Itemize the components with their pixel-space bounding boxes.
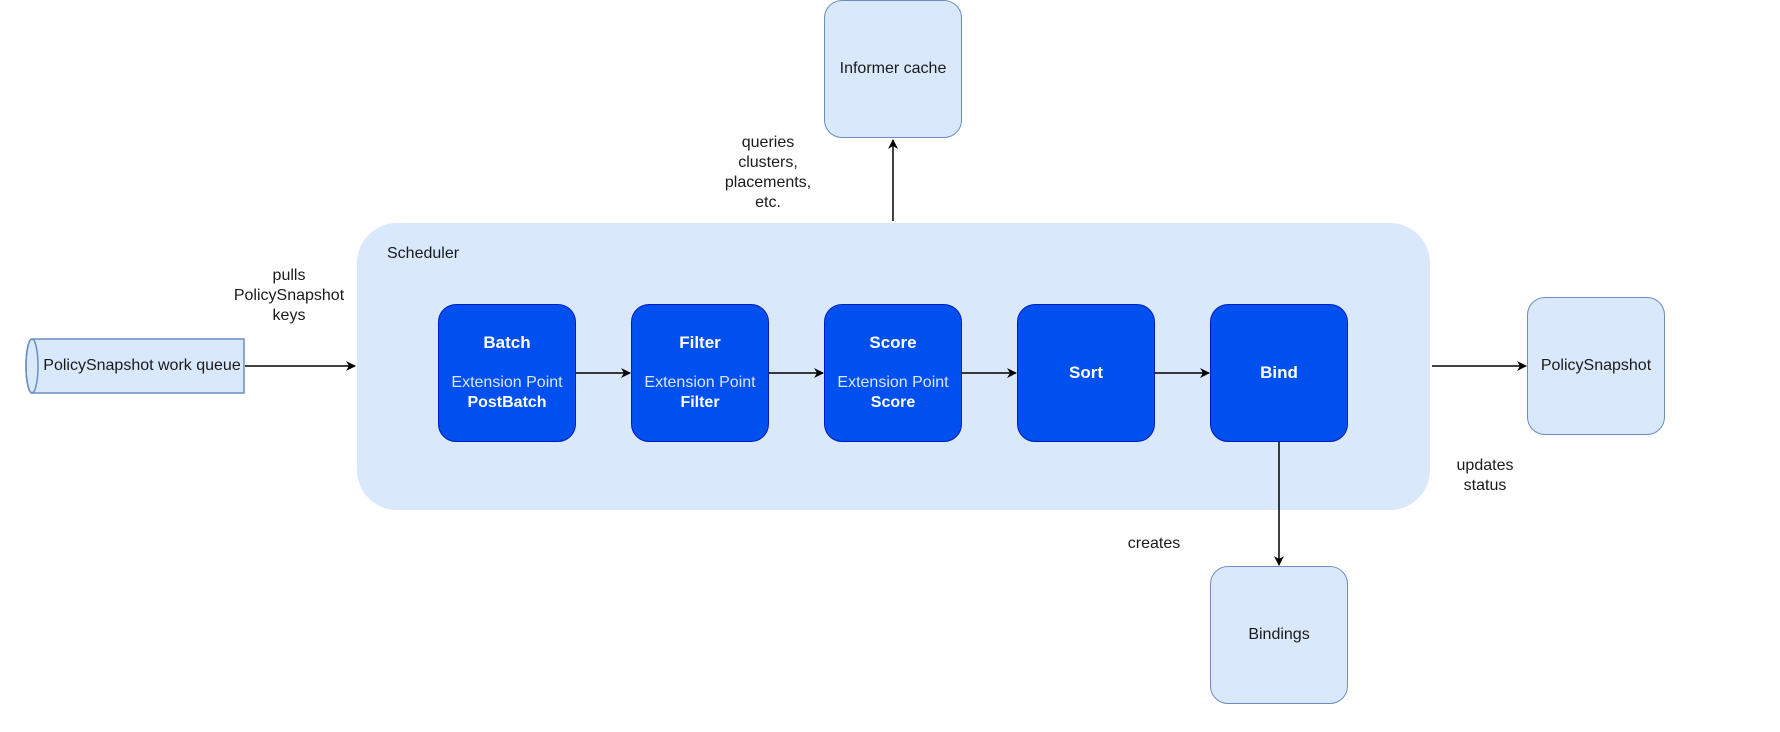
updates-status-edge-label: updates status — [1445, 456, 1525, 496]
policysnapshot-work-queue: PolicySnapshot work queue — [25, 338, 245, 394]
bind-step: Bind — [1210, 304, 1348, 442]
bindings-box: Bindings — [1210, 566, 1348, 704]
queries-line-1: queries — [741, 134, 795, 151]
score-ext-name: Score — [870, 394, 916, 411]
updates-line-1: updates — [1456, 457, 1514, 474]
batch-step: Batch Extension Point PostBatch — [438, 304, 576, 442]
filter-step: Filter Extension Point Filter — [631, 304, 769, 442]
filter-ext-name: Filter — [680, 394, 720, 411]
score-ext-label: Extension Point — [837, 374, 949, 391]
informer-cache-box: Informer cache — [824, 0, 962, 138]
queries-line-4: etc. — [755, 194, 781, 211]
queries-line-3: placements, — [724, 174, 812, 191]
filter-title: Filter — [679, 333, 721, 352]
bind-title: Bind — [1260, 363, 1298, 382]
updates-line-2: status — [1463, 477, 1507, 494]
pulls-line-1: pulls — [272, 267, 306, 284]
bindings-label: Bindings — [1248, 626, 1310, 643]
scheduler-label: Scheduler — [387, 245, 460, 262]
pulls-line-2: PolicySnapshot — [233, 287, 345, 304]
policysnapshot-box: PolicySnapshot — [1527, 297, 1665, 435]
sort-step: Sort — [1017, 304, 1155, 442]
queries-line-2: clusters, — [738, 154, 798, 171]
creates-edge-label: creates — [1127, 535, 1181, 552]
filter-ext-label: Extension Point — [644, 374, 756, 391]
batch-title: Batch — [483, 333, 531, 352]
sort-title: Sort — [1069, 363, 1103, 382]
score-step: Score Extension Point Score — [824, 304, 962, 442]
pulls-line-3: keys — [272, 307, 306, 324]
queue-label: PolicySnapshot work queue — [43, 357, 241, 374]
batch-ext-label: Extension Point — [451, 374, 563, 391]
informer-cache-label: Informer cache — [839, 60, 947, 77]
pulls-edge-label: pulls PolicySnapshot keys — [219, 266, 359, 326]
score-title: Score — [869, 333, 917, 352]
queue-shape — [25, 338, 245, 394]
policysnapshot-label: PolicySnapshot — [1540, 357, 1652, 374]
batch-ext-name: PostBatch — [467, 394, 547, 411]
queries-edge-label: queries clusters, placements, etc. — [708, 133, 828, 213]
